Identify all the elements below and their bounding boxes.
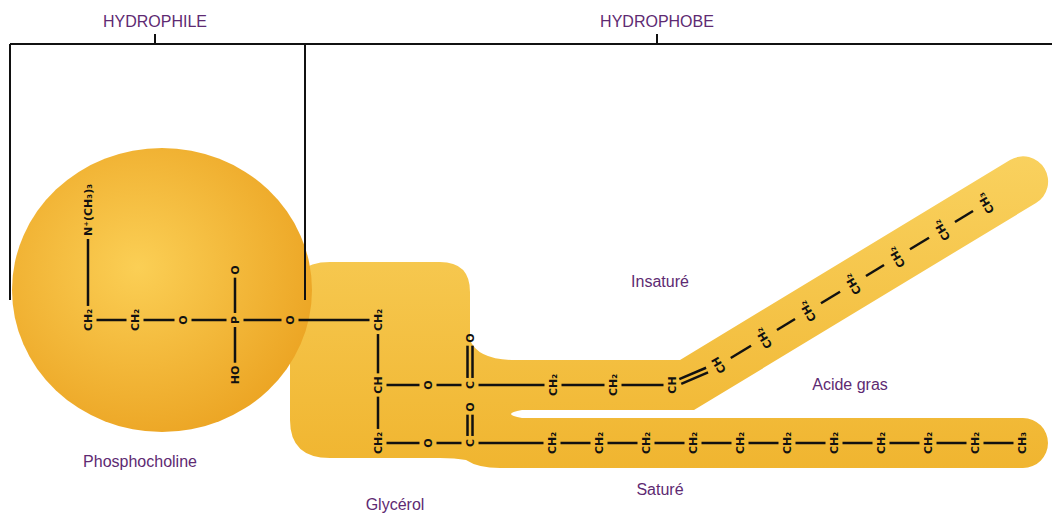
bond-line (984, 442, 1014, 445)
bond-line (608, 442, 638, 445)
part-label: Acide gras (812, 377, 888, 393)
atom-symbol: O (465, 333, 476, 342)
bond-line (97, 319, 127, 322)
bond-line (437, 384, 462, 387)
bond-line (937, 442, 967, 445)
node-caption: Glycérol (366, 497, 425, 513)
node-caption: Phosphocholine (83, 454, 197, 470)
bond-line (955, 211, 973, 222)
bond-line (910, 238, 929, 249)
atom-symbol: C (465, 439, 476, 447)
atom-symbol: CH₂ (83, 309, 94, 331)
atom-symbol: HO (230, 366, 241, 385)
bond-line (471, 415, 474, 436)
atom-symbol: CH₂ (373, 309, 384, 331)
bond-line (562, 384, 605, 387)
bond-line (655, 442, 685, 445)
bracket (10, 34, 1052, 300)
atom-symbol: O (230, 265, 241, 274)
glycerol-and-tails-shape (290, 156, 1048, 468)
bond-line (192, 319, 227, 322)
atom-symbol: CH (373, 376, 384, 393)
region-label: HYDROPHOBE (600, 14, 714, 30)
atom-symbol: CH₂ (923, 432, 934, 454)
bond-line (234, 278, 237, 313)
bond-line (234, 327, 237, 363)
bond-line (144, 319, 175, 322)
bond-line (796, 442, 826, 445)
atom-symbol: N⁺(CH₃)₃ (83, 184, 94, 236)
bond-line (479, 384, 545, 387)
atom-symbol: CH (667, 376, 678, 393)
atom-symbol: CH₂ (876, 432, 887, 454)
atom-symbol: CH₂ (641, 432, 652, 454)
atom-symbol: CH₂ (970, 432, 981, 454)
atom-symbol: CH₂ (547, 432, 558, 454)
atom-symbol: O (423, 438, 434, 447)
atom-symbol: O (285, 315, 296, 324)
atom-symbol: O (178, 315, 189, 324)
bond-line (377, 334, 380, 373)
atom-symbol: CH₂ (829, 432, 840, 454)
bond-line (866, 265, 884, 276)
node-caption: Saturé (636, 482, 683, 498)
atom-symbol: CH₂ (130, 309, 141, 331)
bond-line (466, 415, 469, 436)
atom-symbol: CH₂ (594, 432, 605, 454)
node-caption: Insaturé (631, 274, 689, 290)
atom-symbol: CH₃ (1017, 432, 1028, 454)
bond-line (679, 368, 706, 379)
bond-line (479, 442, 544, 445)
atom-symbol: CH₂ (373, 432, 384, 454)
bond-line (561, 442, 591, 445)
atom-symbol: CH₂ (688, 432, 699, 454)
atom-symbol: CH₂ (548, 374, 559, 396)
atom-symbol: CH₂ (608, 374, 619, 396)
region-label: HYDROPHILE (103, 14, 207, 30)
phosphocholine-head (12, 148, 312, 432)
bond-line (299, 319, 370, 322)
bond-line (749, 442, 779, 445)
unsaturated-tail: Insaturé (470, 150, 1050, 412)
bond-line (387, 384, 420, 387)
bond-line (821, 292, 840, 303)
atom-symbol: C (465, 381, 476, 389)
bond-line (244, 319, 282, 322)
bond-line (843, 442, 873, 445)
bond-line (387, 442, 420, 445)
bond-line (731, 346, 751, 358)
bond-line (471, 346, 474, 378)
glycerol-region: Glycérol (288, 262, 473, 458)
bond-line (437, 442, 462, 445)
bond-line (377, 397, 380, 429)
bond-line (466, 346, 469, 378)
atom-symbol: O (423, 380, 434, 389)
atom-symbol: CH₂ (735, 432, 746, 454)
bond-line (890, 442, 920, 445)
atom-symbol: P (230, 316, 241, 324)
head-region: Phosphocholine (12, 148, 312, 432)
atom-symbol: CH₂ (782, 432, 793, 454)
bond-line (622, 384, 664, 387)
bond-line (777, 319, 795, 330)
bond-line (87, 239, 90, 306)
bond-line (681, 372, 708, 383)
atom-symbol: O (465, 402, 476, 411)
bond-line (702, 442, 732, 445)
